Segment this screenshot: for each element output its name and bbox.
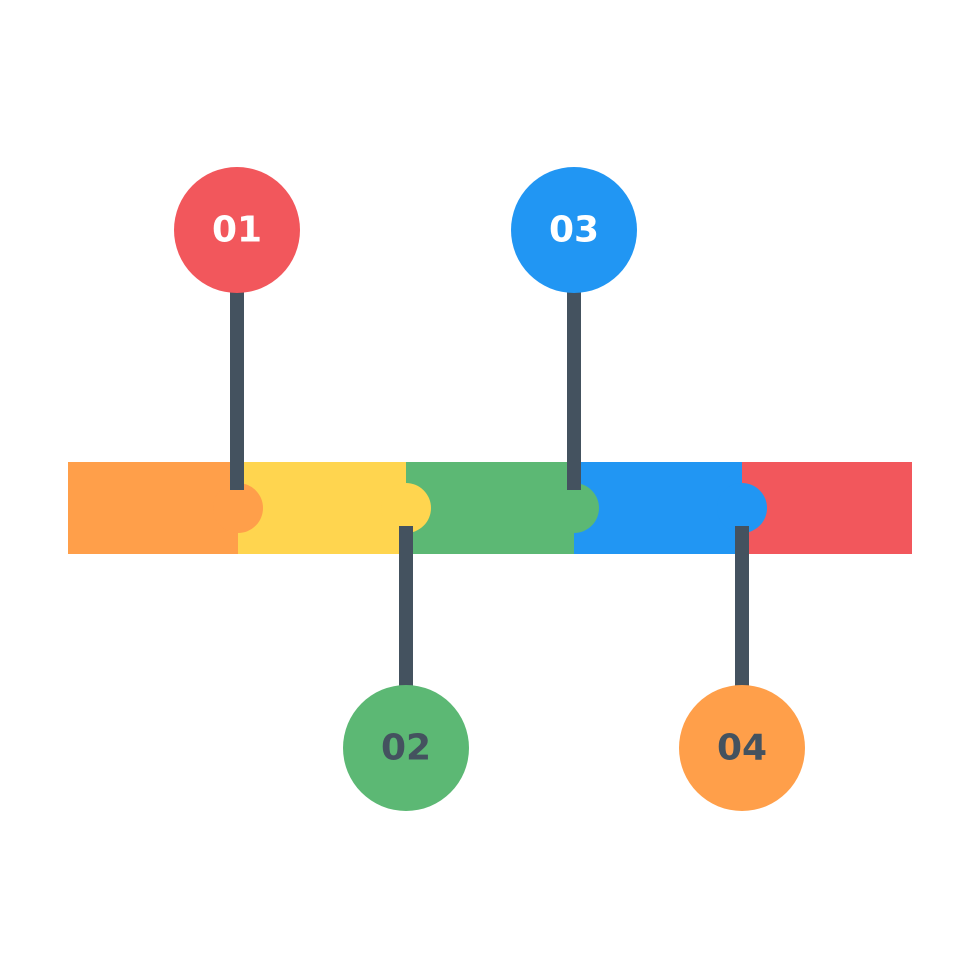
connector-lines bbox=[230, 290, 749, 692]
timeline-bar bbox=[68, 462, 912, 554]
timeline-segment-3 bbox=[406, 462, 576, 554]
marker-02: 02 bbox=[343, 685, 469, 811]
timeline-knob-4 bbox=[717, 483, 767, 533]
connector-line-02 bbox=[399, 526, 413, 692]
marker-circle-03 bbox=[511, 167, 637, 293]
marker-label-01: 01 bbox=[212, 210, 262, 251]
marker-04: 04 bbox=[679, 685, 805, 811]
timeline-segment-4 bbox=[574, 462, 744, 554]
timeline-segment-1 bbox=[68, 462, 240, 554]
timeline-knob-3 bbox=[549, 483, 599, 533]
marker-label-02: 02 bbox=[381, 728, 431, 769]
timeline-knob-1 bbox=[213, 483, 263, 533]
timeline-segment-2 bbox=[238, 462, 408, 554]
marker-circle-02 bbox=[343, 685, 469, 811]
connector-line-03 bbox=[567, 290, 581, 490]
marker-03: 03 bbox=[511, 167, 637, 293]
marker-circle-01 bbox=[174, 167, 300, 293]
timeline-segment-5 bbox=[742, 462, 912, 554]
connector-line-01 bbox=[230, 290, 244, 490]
marker-circle-04 bbox=[679, 685, 805, 811]
marker-label-04: 04 bbox=[717, 728, 767, 769]
connector-line-04 bbox=[735, 526, 749, 692]
marker-01: 01 bbox=[174, 167, 300, 293]
timeline-knob-2 bbox=[381, 483, 431, 533]
marker-label-03: 03 bbox=[549, 210, 599, 251]
